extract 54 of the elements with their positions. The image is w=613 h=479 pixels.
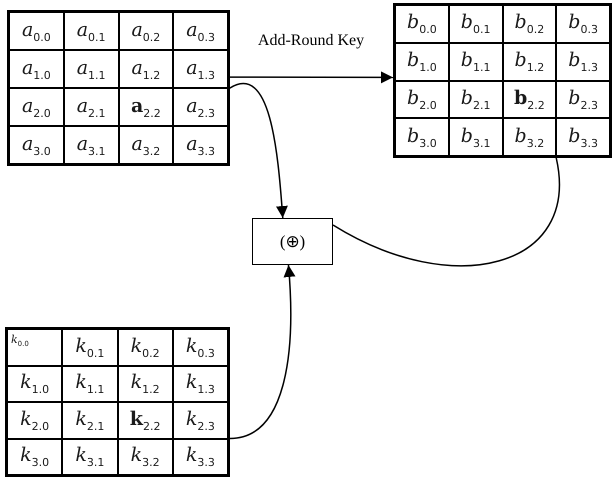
matrix-cell: a$_{3.0}$ xyxy=(9,126,64,164)
matrix-cell: a$_{0.1}$ xyxy=(64,12,118,50)
matrix-cell: k$_{0.2}$ xyxy=(118,329,173,366)
matrix-cell: k$_{3.2}$ xyxy=(118,438,173,475)
matrix-cell: b$_{2.3}$ xyxy=(556,80,610,118)
matrix-cell: b$_{2.1}$ xyxy=(448,80,502,118)
matrix-cell: k$_{2.0}$ xyxy=(7,402,62,438)
matrix-cell: k$_{2.2}$ xyxy=(118,402,173,438)
matrix-cell: b$_{3.2}$ xyxy=(502,118,556,156)
edge-label: Add-Round Key xyxy=(256,31,366,51)
arrow xyxy=(230,71,393,84)
matrix-cell: a$_{2.2}$ xyxy=(118,88,174,126)
matrix-cell: a$_{2.3}$ xyxy=(173,88,228,126)
matrix-cell: b$_{0.3}$ xyxy=(556,5,610,43)
matrix-cell: b$_{1.0}$ xyxy=(395,42,449,80)
matrix-cell: a$_{1.0}$ xyxy=(9,50,64,88)
matrix-cell: a$_{0.2}$ xyxy=(118,12,174,50)
matrix-cell: b$_{0.0}$ xyxy=(395,5,449,43)
matrix-cell: b$_{3.0}$ xyxy=(395,118,449,156)
matrix-cell: b$_{3.3}$ xyxy=(556,118,610,156)
matrix-cell: k$_{0.0}$ xyxy=(7,329,62,366)
matrix-table xyxy=(7,10,230,166)
matrix-cell: k$_{0.1}$ xyxy=(62,329,118,366)
matrix-cell: b$_{1.2}$ xyxy=(502,42,556,80)
matrix-cell: k$_{0.3}$ xyxy=(172,329,228,366)
matrix-cell: k$_{3.0}$ xyxy=(7,438,62,475)
matrix-cell: k$_{1.3}$ xyxy=(172,366,228,402)
matrix-cell: k$_{3.1}$ xyxy=(62,438,118,475)
matrix-cell: a$_{2.1}$ xyxy=(64,88,118,126)
matrix-cell: k$_{3.3}$ xyxy=(172,438,228,475)
matrix-cell: k$_{1.1}$ xyxy=(62,366,118,402)
matrix-cell: a$_{3.1}$ xyxy=(64,126,118,164)
matrix-table xyxy=(5,327,230,477)
matrix-cell: a$_{2.0}$ xyxy=(9,88,64,126)
matrix-cell: a$_{0.0}$ xyxy=(9,12,64,50)
matrix-cell: a$_{3.2}$ xyxy=(118,126,174,164)
matrix-table xyxy=(393,3,612,158)
matrix-cell: k$_{2.3}$ xyxy=(172,402,228,438)
matrix-cell: a$_{0.3}$ xyxy=(173,12,228,50)
matrix-cell: b$_{3.1}$ xyxy=(448,118,502,156)
matrix-cell: b$_{1.1}$ xyxy=(448,42,502,80)
matrix-cell: b$_{2.2}$ xyxy=(502,80,556,118)
matrix-cell: a$_{1.3}$ xyxy=(173,50,228,88)
matrix-cell: b$_{1.3}$ xyxy=(556,42,610,80)
matrix-cell: a$_{3.3}$ xyxy=(173,126,228,164)
matrix-cell: b$_{2.0}$ xyxy=(395,80,449,118)
matrix-cell: a$_{1.2}$ xyxy=(118,50,174,88)
matrix-cell: a$_{1.1}$ xyxy=(64,50,118,88)
matrix-cell: k$_{1.0}$ xyxy=(7,366,62,402)
operation-box: (⊕) xyxy=(252,218,333,265)
matrix-cell: k$_{2.1}$ xyxy=(62,402,118,438)
matrix-cell: b$_{0.2}$ xyxy=(502,5,556,43)
matrix-cell: b$_{0.1}$ xyxy=(448,5,502,43)
matrix-cell: k$_{1.2}$ xyxy=(118,366,173,402)
